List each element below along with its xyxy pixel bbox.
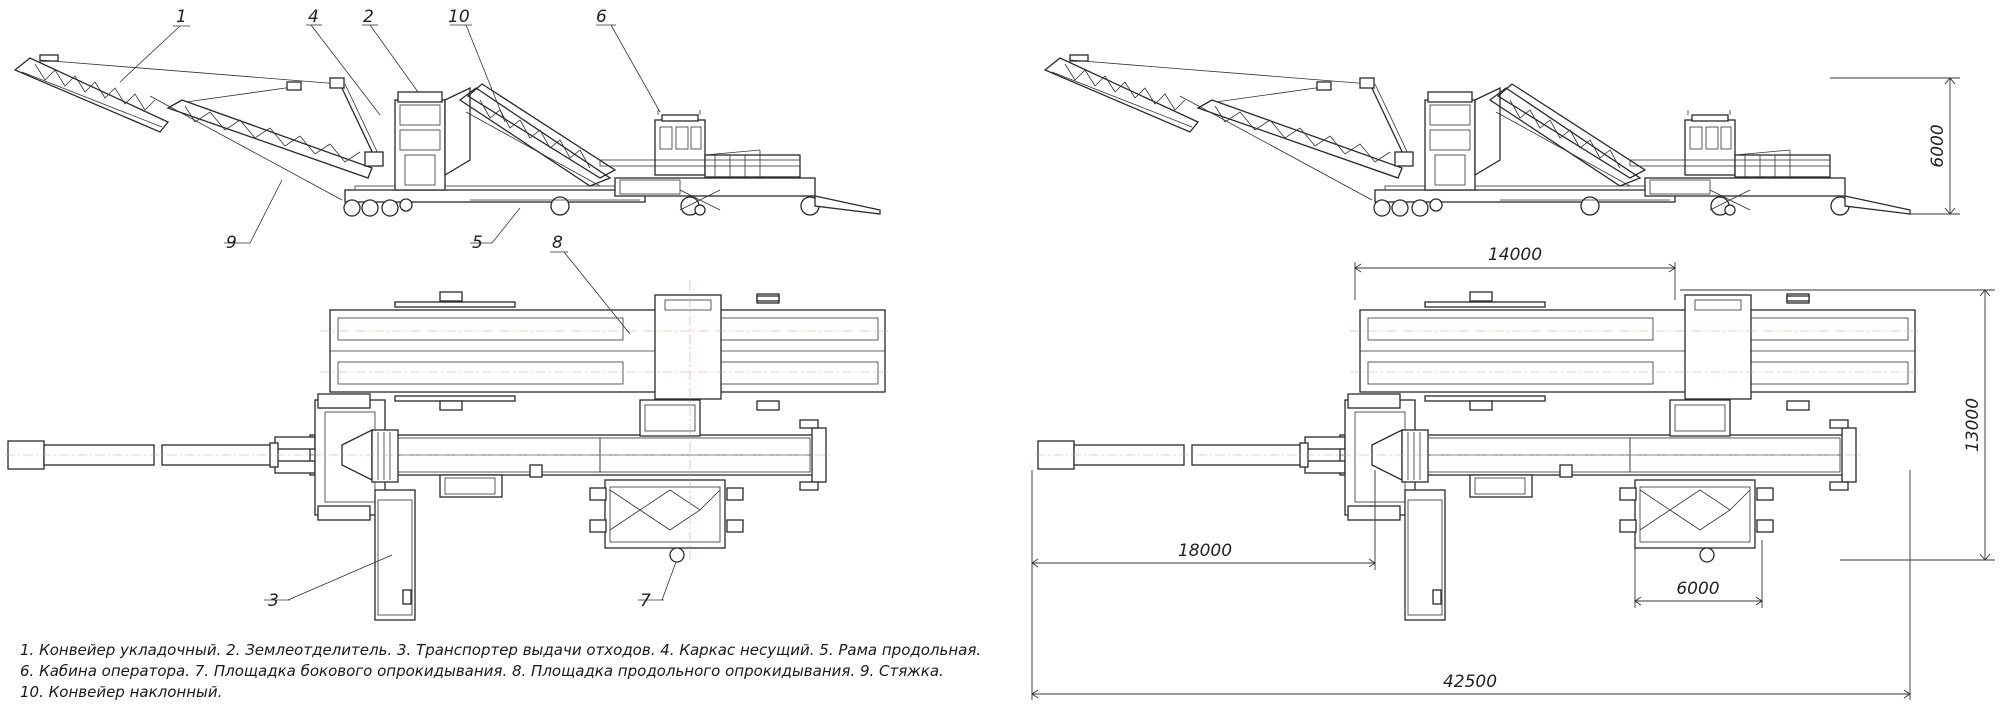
legend-line-2: 6. Кабина оператора. 7. Площадка боковог… bbox=[20, 662, 944, 680]
legend: 1. Конвейер укладочный. 2. Землеотделите… bbox=[20, 640, 1020, 703]
dim-14000: 14000 bbox=[1488, 245, 1542, 265]
callout-leaders bbox=[119, 24, 677, 601]
callout-6: 6 bbox=[596, 7, 607, 27]
dimension-lines bbox=[1031, 77, 1995, 700]
callout-3: 3 bbox=[268, 591, 279, 611]
dim-18000: 18000 bbox=[1178, 541, 1232, 561]
callout-5: 5 bbox=[472, 233, 483, 253]
plan-view-right bbox=[1037, 291, 1916, 621]
legend-line-1: 1. Конвейер укладочный. 2. Землеотделите… bbox=[20, 641, 982, 659]
dim-height-6000: 6000 bbox=[1928, 124, 1948, 167]
dim-13000: 13000 bbox=[1963, 398, 1983, 452]
dim-42500: 42500 bbox=[1443, 672, 1497, 692]
dim-6000-bottom: 6000 bbox=[1676, 579, 1719, 599]
callout-2: 2 bbox=[363, 7, 374, 27]
side-view-left bbox=[14, 54, 881, 217]
callout-4: 4 bbox=[308, 7, 319, 27]
callout-10: 10 bbox=[448, 7, 470, 27]
legend-line-3: 10. Конвейер наклонный. bbox=[20, 683, 223, 701]
callout-1: 1 bbox=[176, 7, 187, 27]
callout-9: 9 bbox=[226, 233, 237, 253]
plan-view-left bbox=[7, 291, 886, 621]
callout-7: 7 bbox=[640, 591, 651, 611]
side-view-right bbox=[1044, 54, 1911, 217]
callout-8: 8 bbox=[552, 233, 563, 253]
